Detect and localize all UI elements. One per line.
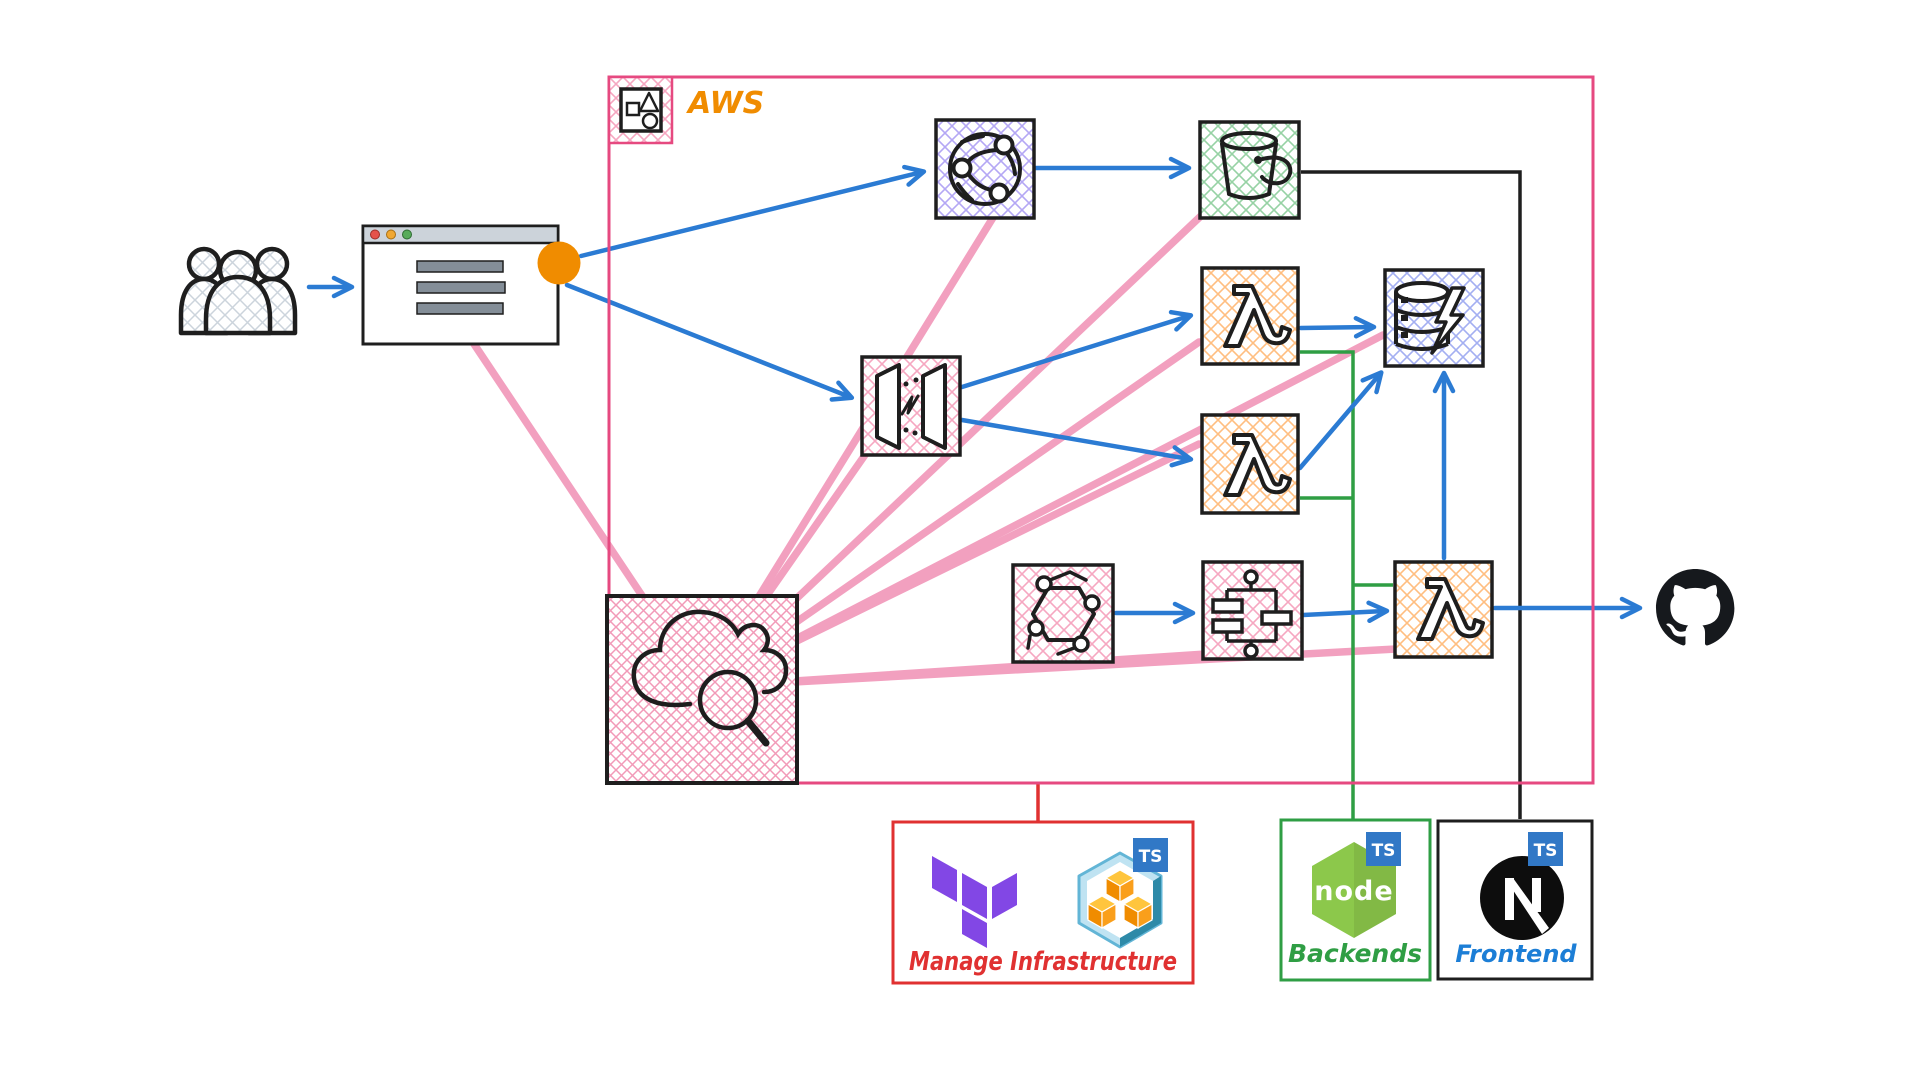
cloudwatch-icon: [605, 594, 799, 785]
aws-group-box: [607, 75, 1595, 785]
users-icon: [178, 246, 298, 336]
origin-orange-dot: [537, 241, 581, 285]
browser-titlebar: [361, 224, 560, 245]
frontend-black-connector: [1301, 170, 1522, 819]
api-gateway-icon: [860, 355, 962, 457]
ts-badge-label: TS: [1139, 847, 1163, 867]
node-wordmark: node: [1314, 876, 1393, 907]
backends-label: Backends: [1288, 939, 1422, 968]
ts-badge-label: TS: [1372, 841, 1396, 861]
aws-assets-icon: [607, 75, 674, 145]
frontend-box: TS Frontend: [1436, 819, 1594, 981]
ts-badge-label: TS: [1534, 841, 1558, 861]
nextjs-icon: [1480, 856, 1564, 940]
lambda-icon-top: [1200, 266, 1300, 366]
browser-window-icon: [361, 224, 560, 346]
cdn-globe-icon: [934, 118, 1036, 220]
cdktf-cubes-icon: TS: [1077, 838, 1168, 949]
step-functions-icon: [1201, 560, 1304, 661]
browser-content-bar: [416, 281, 506, 294]
arrow-lambda-top-to-dynamodb: [1298, 315, 1377, 339]
ts-badge: TS: [1133, 838, 1168, 872]
eventbridge-icon: [1011, 563, 1115, 664]
browser-content-bar: [416, 302, 504, 315]
manage-infrastructure-label: Manage Infrastructure: [909, 947, 1177, 977]
arrow-browser-to-api-gateway: [564, 282, 855, 402]
browser-dot-green: [402, 229, 412, 240]
lambda-icon-bottom: [1393, 560, 1494, 659]
arrow-lambda-middle-to-dynamodb: [1297, 370, 1384, 471]
arrow-step-functions-to-lambda-bottom: [1300, 600, 1390, 624]
ts-badge: TS: [1366, 832, 1401, 866]
lambda-icon-middle: [1200, 413, 1300, 515]
arrow-api-gateway-to-lambda-top: [959, 309, 1194, 390]
backends-green-connector: [1300, 350, 1393, 820]
blue-arrows: [306, 156, 1643, 625]
browser-content-bar: [416, 260, 504, 273]
frontend-label: Frontend: [1455, 940, 1577, 968]
terraform-icon: [932, 856, 1017, 948]
ts-badge: TS: [1528, 832, 1563, 866]
nodejs-hexagon-icon: node: [1312, 842, 1396, 938]
browser-dot-red: [370, 229, 380, 240]
arrow-api-gateway-to-lambda-middle: [959, 417, 1194, 468]
infrastructure-box: TS Manage Infrastructure: [891, 820, 1195, 985]
arrow-browser-to-cloudfront: [578, 164, 927, 259]
backends-box: node TS Backends: [1279, 818, 1432, 982]
aws-label: AWS: [686, 86, 764, 121]
dynamodb-icon: [1383, 268, 1485, 368]
browser-dot-yellow: [386, 229, 396, 240]
github-icon: [1656, 569, 1735, 646]
bucket-icon: [1198, 120, 1301, 220]
monitor-line-dynamodb: [699, 331, 1387, 691]
